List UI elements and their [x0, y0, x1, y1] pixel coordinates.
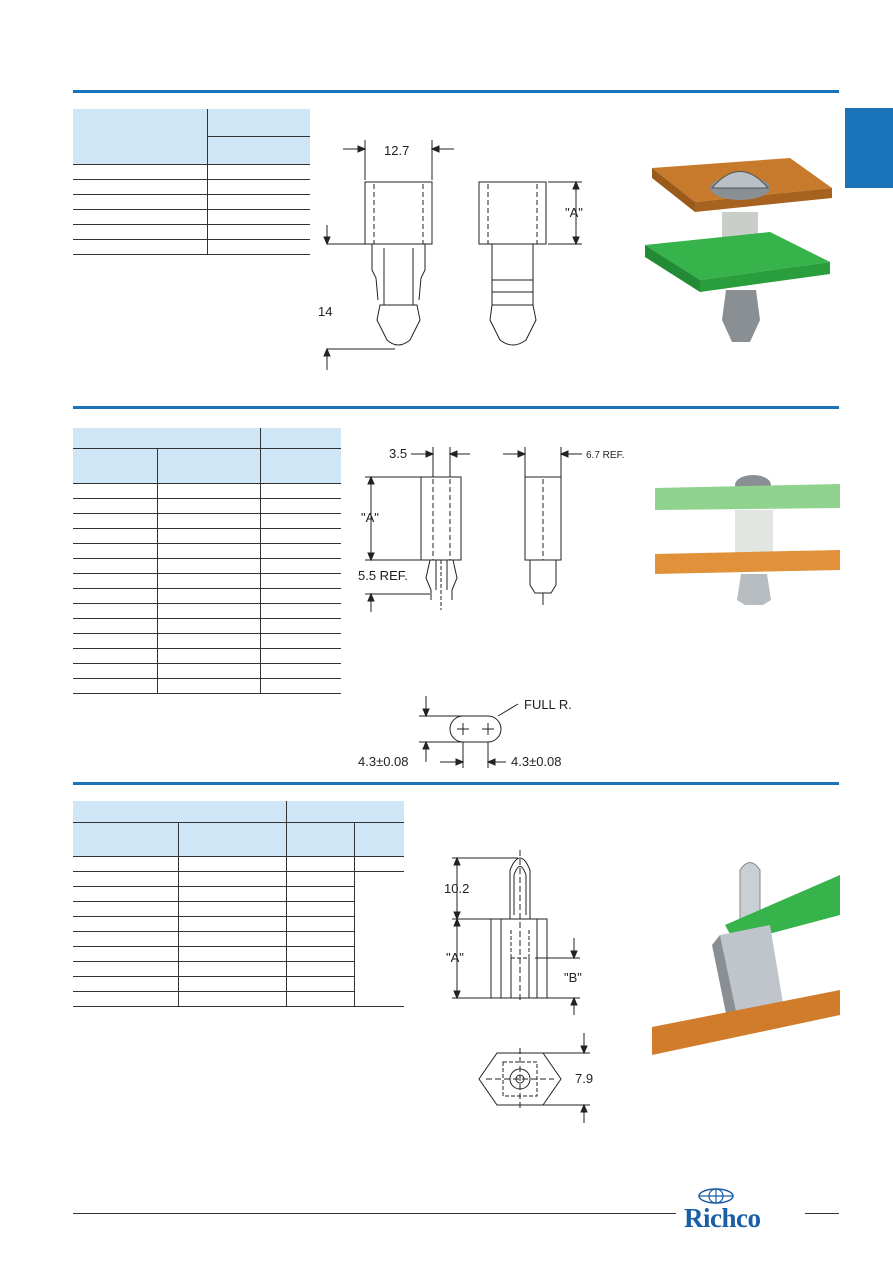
product-image-2 — [655, 475, 840, 605]
drawing-1-side-view — [478, 180, 582, 346]
section-divider-3 — [73, 782, 839, 785]
dim-length-1: 14 — [318, 304, 332, 319]
drawing-2-front-view — [365, 447, 470, 612]
dim-b-3: "B" — [564, 970, 582, 985]
dim-height-2: "A" — [361, 510, 379, 525]
logo-text: Richco — [684, 1203, 761, 1233]
dim-height-1: "A" — [565, 205, 583, 220]
dim-ref2-2: 5.5 REF. — [358, 568, 408, 583]
drawing-3-front-view — [452, 850, 580, 1015]
footer-rule-right — [805, 1213, 839, 1214]
spec-table-3 — [73, 801, 404, 1007]
dim-width-2: 3.5 — [389, 446, 407, 461]
dim-height-3: "A" — [446, 950, 464, 965]
footer-rule-left — [73, 1213, 676, 1214]
drawing-1-front-view — [323, 140, 454, 370]
drawing-2-mounting-hole — [419, 696, 519, 768]
globe-icon — [698, 1188, 734, 1204]
drawing-3-top-view — [478, 1033, 590, 1123]
dim-hole-left: 4.3±0.08 — [358, 754, 409, 769]
dim-width-1: 12.7 — [384, 143, 409, 158]
product-image-1 — [645, 158, 832, 342]
product-image-3 — [652, 862, 840, 1055]
spec-table-2 — [73, 428, 341, 694]
dim-full-r: FULL R. — [524, 697, 572, 712]
dim-hex-3: 7.9 — [575, 1071, 593, 1086]
dim-hole-right: 4.3±0.08 — [511, 754, 562, 769]
dim-top-3: 10.2 — [444, 881, 469, 896]
page-tab-marker — [845, 108, 893, 188]
dim-ref-2: 6.7 REF. — [586, 450, 624, 461]
drawing-2-side-view — [503, 447, 582, 605]
spec-table-1 — [73, 109, 310, 255]
section-divider-1 — [73, 90, 839, 93]
section-divider-2 — [73, 406, 839, 409]
